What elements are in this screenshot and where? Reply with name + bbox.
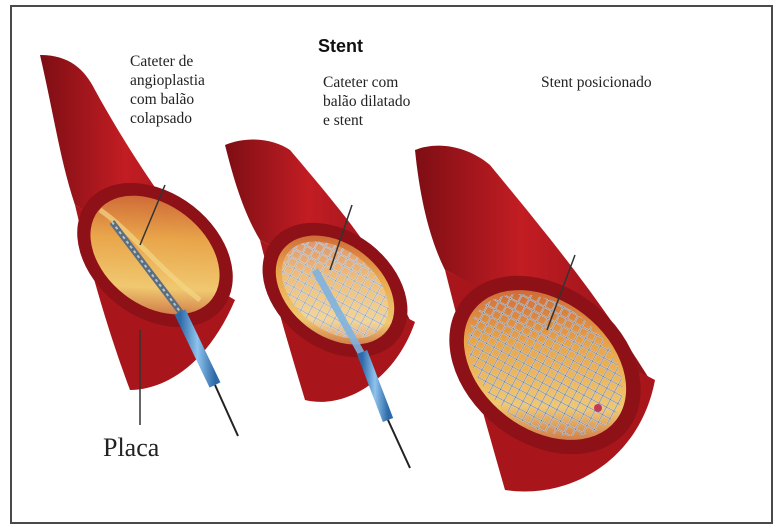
label-stent-positioned: Stent posicionado bbox=[541, 73, 652, 92]
label-plaque: Placa bbox=[103, 433, 159, 463]
vessel-3-stent-placed bbox=[414, 146, 676, 492]
vessel-2-dilated-balloon bbox=[225, 140, 434, 468]
label-dilated-balloon: Cateter com balão dilatado e stent bbox=[323, 73, 410, 130]
diagram-title: Stent bbox=[318, 36, 363, 57]
label-collapsed-balloon: Cateter de angioplastia com balão colaps… bbox=[130, 52, 205, 128]
